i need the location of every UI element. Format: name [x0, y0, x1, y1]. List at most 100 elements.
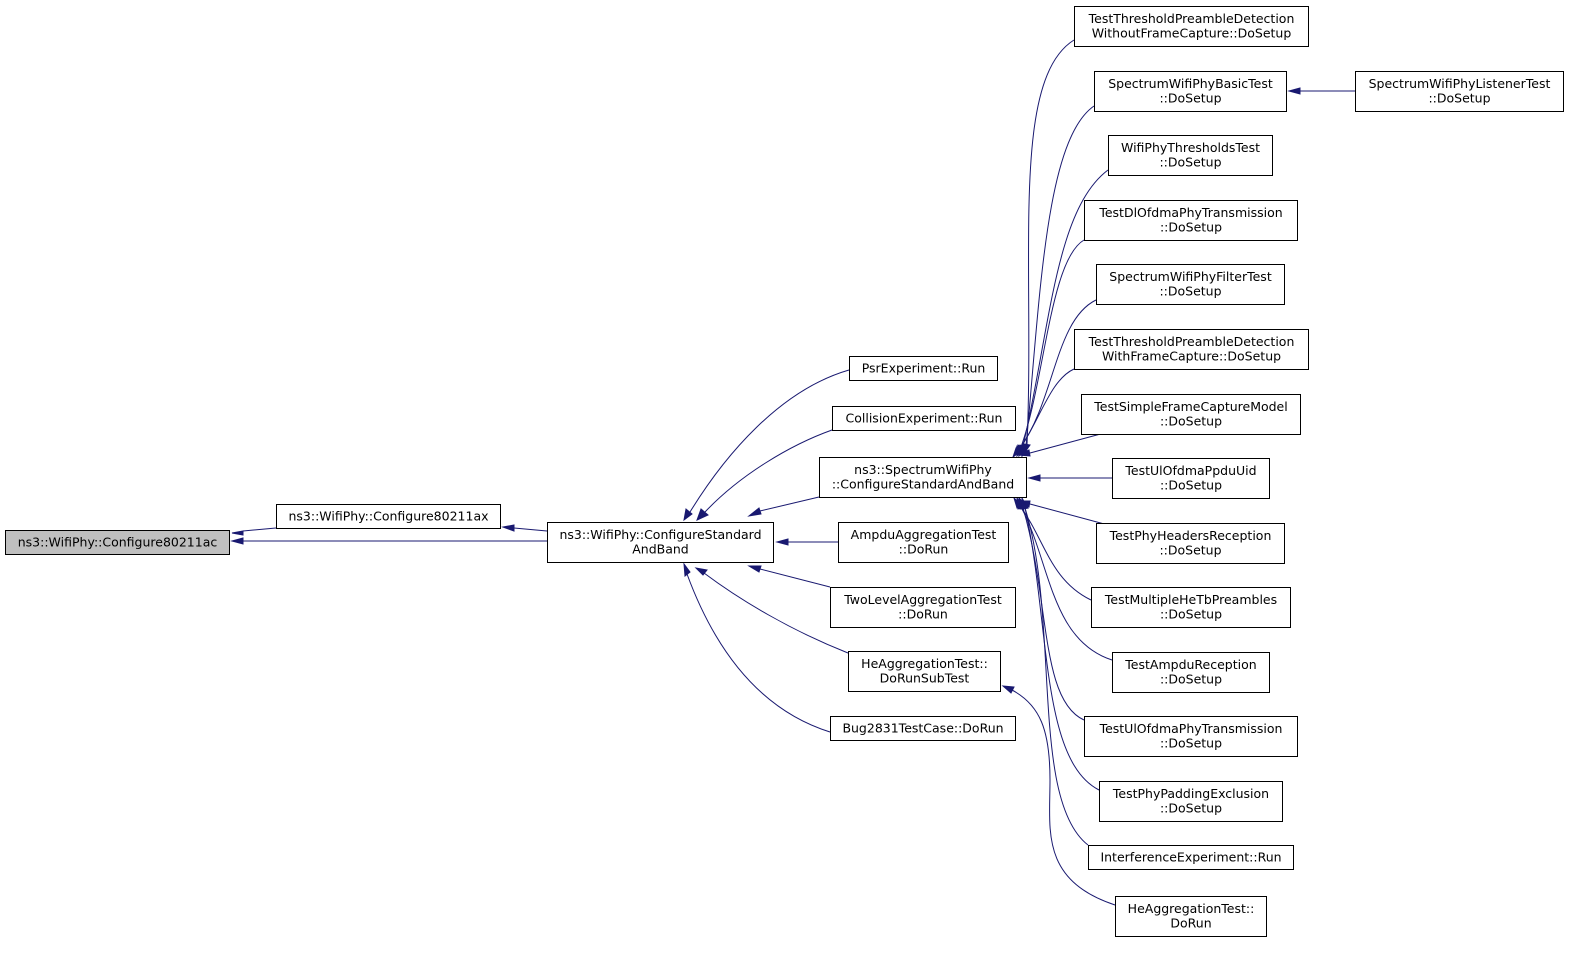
arrowhead-icon — [1016, 449, 1031, 457]
edge-n5-n22 — [1018, 496, 1085, 721]
arrowhead-icon — [501, 524, 515, 532]
node-box — [832, 406, 1016, 431]
arrowhead-icon — [775, 538, 789, 546]
edge-n5-n16 — [1012, 368, 1075, 459]
node-n17[interactable]: TestSimpleFrameCaptureModel::DoSetup — [1081, 394, 1301, 435]
node-n8[interactable]: HeAggregationTest::DoRunSubTest — [848, 651, 1001, 692]
edge-line — [1026, 39, 1075, 446]
node-label: TestUlOfdmaPhyTransmission — [1099, 721, 1283, 736]
node-box — [848, 651, 1001, 692]
node-label: ::DoRun — [898, 607, 948, 622]
node-n14[interactable]: TestDlOfdmaPhyTransmission::DoSetup — [1084, 200, 1298, 241]
node-label: ::DoSetup — [1160, 478, 1222, 493]
nodes-layer: ns3::WifiPhy::Configure80211ac ns3::WifiP… — [5, 6, 1564, 937]
node-n20[interactable]: TestMultipleHeTbPreambles::DoSetup — [1091, 587, 1291, 628]
node-label: TwoLevelAggregationTest — [843, 592, 1002, 607]
arrowhead-icon — [1287, 87, 1301, 95]
edge-line — [1024, 507, 1100, 791]
node-n23[interactable]: TestPhyPaddingExclusion::DoSetup — [1099, 781, 1283, 822]
node-n19[interactable]: TestPhyHeadersReception::DoSetup — [1096, 523, 1285, 564]
node-label: ::DoSetup — [1160, 736, 1222, 751]
node-label: TestSimpleFrameCaptureModel — [1093, 399, 1287, 414]
node-n4[interactable]: CollisionExperiment::Run — [832, 406, 1016, 431]
arrowhead-icon — [231, 530, 244, 536]
node-n3[interactable]: PsrExperiment::Run — [849, 356, 998, 381]
node-n13[interactable]: WifiPhyThresholdsTest::DoSetup — [1108, 135, 1273, 176]
node-label: ::DoSetup — [1428, 91, 1490, 106]
node-box — [1112, 458, 1270, 499]
node-box — [1099, 781, 1283, 822]
node-label: TestThresholdPreambleDetection — [1088, 11, 1295, 26]
node-box — [1081, 394, 1301, 435]
edge-n2-n5 — [747, 496, 820, 517]
node-n16[interactable]: TestThresholdPreambleDetectionWithFrameC… — [1074, 329, 1309, 370]
node-label: SpectrumWifiPhyFilterTest — [1109, 269, 1272, 284]
node-label: PsrExperiment::Run — [862, 360, 986, 375]
node-n7[interactable]: TwoLevelAggregationTest::DoRun — [830, 587, 1016, 628]
node-box — [1084, 200, 1298, 241]
node-label: CollisionExperiment::Run — [846, 410, 1003, 425]
node-box — [1088, 845, 1294, 870]
edge-n8-n25 — [1001, 685, 1116, 906]
node-label: WithFrameCapture::DoSetup — [1102, 349, 1281, 364]
node-n15[interactable]: SpectrumWifiPhyFilterTest::DoSetup — [1096, 264, 1285, 305]
node-label: ::DoSetup — [1160, 672, 1222, 687]
node-box — [1112, 652, 1270, 693]
node-box — [1074, 329, 1309, 370]
arrowhead-icon — [230, 537, 244, 545]
node-box — [830, 716, 1016, 741]
node-label: InterferenceExperiment::Run — [1100, 849, 1281, 864]
edge-line — [513, 527, 548, 532]
node-label: ns3::WifiPhy::ConfigureStandard — [559, 527, 761, 542]
node-n0[interactable]: ns3::WifiPhy::Configure80211ac — [5, 530, 230, 555]
edge-n5-n17 — [1016, 431, 1109, 457]
node-label: ::DoRun — [899, 542, 949, 557]
node-n9[interactable]: Bug2831TestCase::DoRun — [830, 716, 1016, 741]
node-n2[interactable]: ns3::WifiPhy::ConfigureStandardAndBand — [547, 522, 774, 563]
arrowhead-icon — [683, 562, 691, 577]
node-n18[interactable]: TestUlOfdmaPpduUid::DoSetup — [1112, 458, 1270, 499]
node-n5[interactable]: ns3::SpectrumWifiPhy::ConfigureStandardA… — [819, 457, 1027, 498]
node-label: SpectrumWifiPhyListenerTest — [1369, 76, 1551, 91]
edge-n5-n24 — [1019, 497, 1089, 846]
edge-n2-n8 — [694, 567, 849, 654]
node-n1[interactable]: ns3::WifiPhy::Configure80211ax — [276, 504, 501, 529]
node-n6[interactable]: AmpduAggregationTest::DoRun — [838, 522, 1009, 563]
node-n10[interactable]: TestThresholdPreambleDetectionWithoutFra… — [1074, 6, 1309, 47]
node-label: TestThresholdPreambleDetection — [1088, 334, 1295, 349]
node-box — [849, 356, 998, 381]
node-label: AmpduAggregationTest — [851, 527, 997, 542]
node-n12[interactable]: SpectrumWifiPhyListenerTest::DoSetup — [1355, 71, 1564, 112]
node-n22[interactable]: TestUlOfdmaPhyTransmission::DoSetup — [1084, 716, 1298, 757]
node-label: TestDlOfdmaPhyTransmission — [1098, 205, 1282, 220]
node-label: ::DoSetup — [1160, 414, 1222, 429]
arrowhead-icon — [747, 507, 762, 517]
node-n21[interactable]: TestAmpduReception::DoSetup — [1112, 652, 1270, 693]
edge-line — [1022, 169, 1109, 447]
node-label: WifiPhyThresholdsTest — [1121, 140, 1260, 155]
edge-n0-n2 — [230, 537, 547, 545]
edge-line — [689, 369, 850, 513]
node-box — [1096, 264, 1285, 305]
edge-n2-n9 — [683, 562, 831, 733]
node-box — [830, 587, 1016, 628]
node-label: DoRun — [1170, 916, 1211, 931]
edge-line — [686, 573, 831, 733]
edge-line — [1020, 239, 1085, 448]
node-n24[interactable]: InterferenceExperiment::Run — [1088, 845, 1294, 870]
node-label: ::DoSetup — [1159, 543, 1221, 558]
node-box — [838, 522, 1009, 563]
node-label: SpectrumWifiPhyBasicTest — [1108, 76, 1273, 91]
edge-line — [242, 527, 277, 532]
edge-line — [1019, 505, 1092, 601]
node-box — [1096, 523, 1285, 564]
node-box — [819, 457, 1027, 498]
arrowhead-icon — [1027, 474, 1041, 482]
edge-line — [704, 429, 833, 513]
node-n25[interactable]: HeAggregationTest::DoRun — [1115, 896, 1267, 937]
edge-line — [1011, 689, 1116, 906]
node-label: AndBand — [632, 542, 689, 557]
arrowhead-icon — [1001, 685, 1015, 694]
node-n11[interactable]: SpectrumWifiPhyBasicTest::DoSetup — [1094, 71, 1287, 112]
edge-line — [759, 568, 831, 588]
